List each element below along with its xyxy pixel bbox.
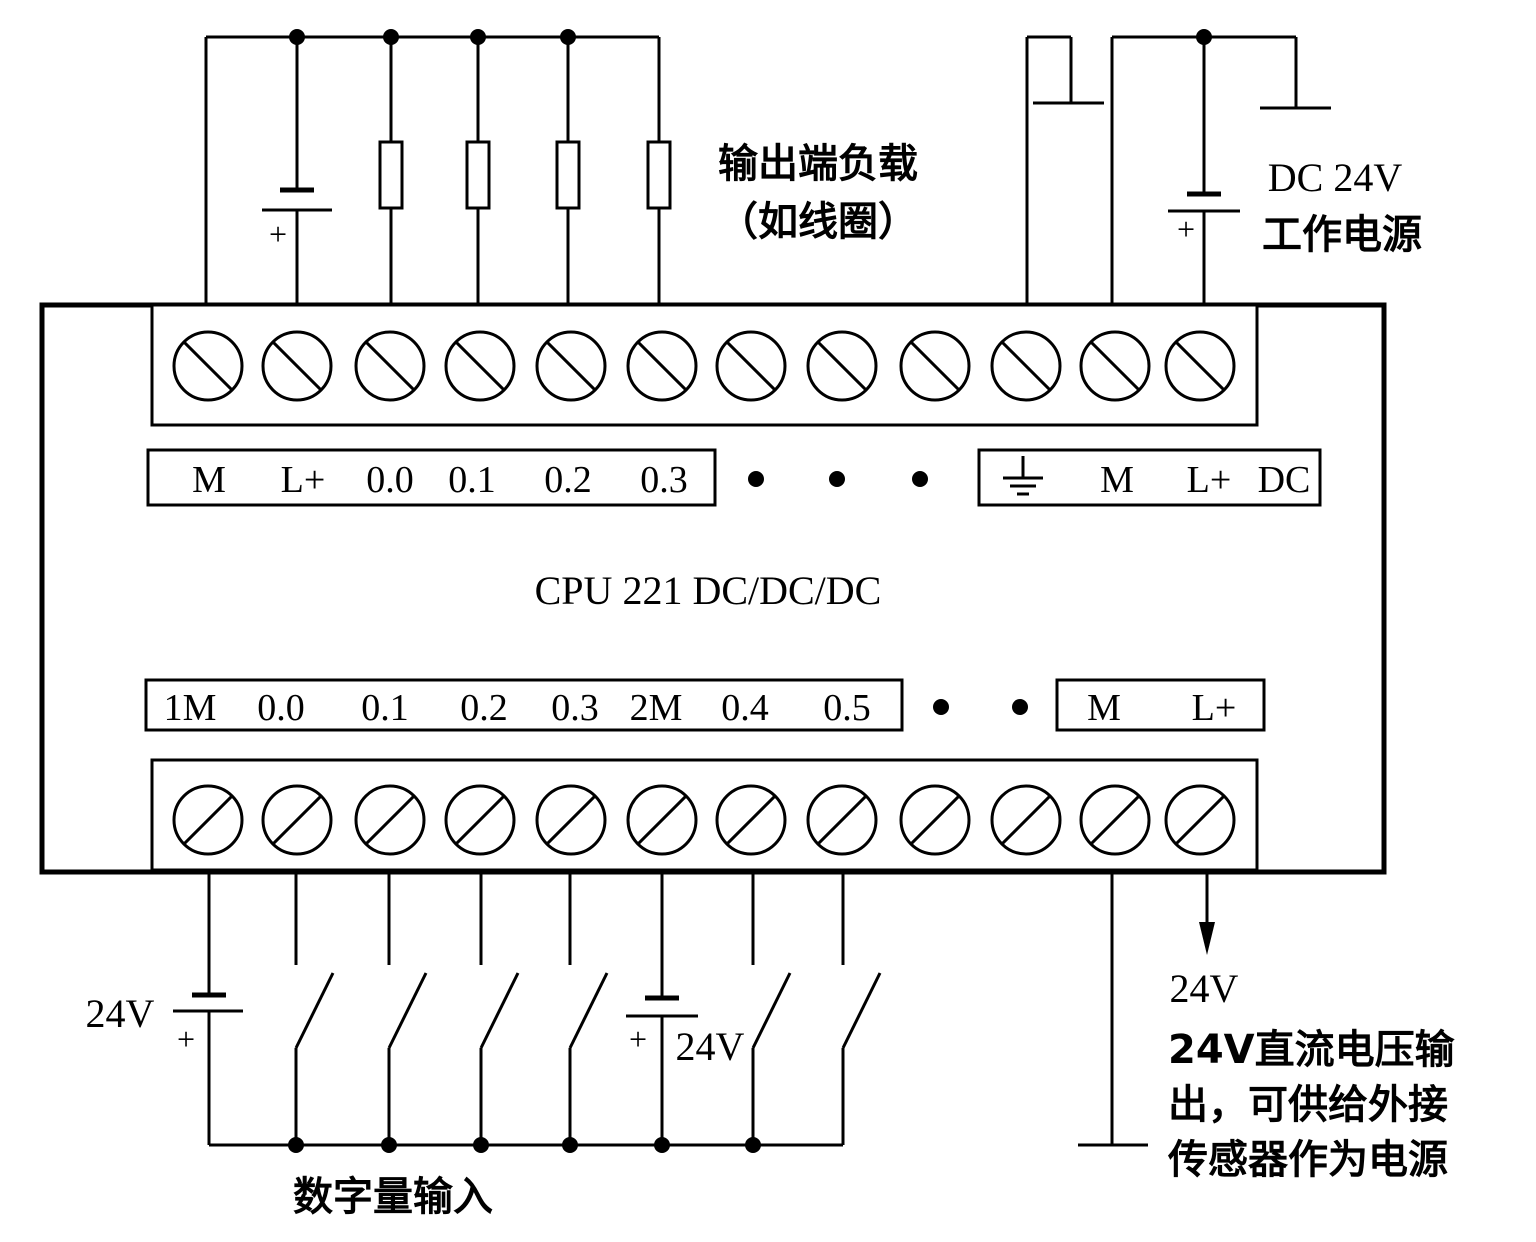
input-battery-voltage: 24V bbox=[86, 991, 155, 1036]
power-supply-voltage: DC 24V bbox=[1268, 155, 1403, 200]
arrow-down-icon bbox=[1199, 922, 1215, 955]
terminal-label: 0.1 bbox=[361, 687, 409, 729]
terminal-label: 0.1 bbox=[448, 459, 496, 501]
screw-terminal-icon bbox=[899, 330, 971, 402]
screw-terminal-icon bbox=[354, 330, 426, 402]
output-load-sublabel: （如线圈） bbox=[718, 199, 918, 245]
switch-icon bbox=[479, 972, 520, 1049]
output-load-label: 输出端负载 bbox=[718, 141, 918, 187]
battery-icon bbox=[1168, 191, 1240, 213]
terminal-label: 0.2 bbox=[544, 459, 592, 501]
screw-terminal-icon bbox=[990, 330, 1062, 402]
screw-terminal-icon bbox=[1079, 330, 1151, 402]
screw-terminal-icon bbox=[626, 784, 698, 856]
continuation-dot bbox=[748, 471, 764, 487]
sensor-note-line2: 出，可供给外接 bbox=[1168, 1082, 1448, 1128]
top-terminal-block bbox=[150, 303, 1259, 427]
battery-plus-sign: + bbox=[1177, 211, 1195, 247]
battery-icon bbox=[262, 187, 332, 212]
screw-terminal-icon bbox=[354, 784, 426, 856]
continuation-dot bbox=[829, 471, 845, 487]
terminal-label: L+ bbox=[1187, 459, 1232, 501]
terminal-label: L+ bbox=[281, 459, 326, 501]
terminal-label: 2M bbox=[630, 687, 683, 729]
terminal-label: L+ bbox=[1192, 687, 1237, 729]
screw-terminal-icon bbox=[172, 784, 244, 856]
power-supply-wiring bbox=[1025, 29, 1331, 305]
digital-input-label: 数字量输入 bbox=[293, 1174, 493, 1220]
screw-terminal-icon bbox=[899, 784, 971, 856]
terminal-label: 0.2 bbox=[460, 687, 508, 729]
power-label-group: M L+ DC bbox=[1100, 459, 1310, 501]
input-wiring bbox=[207, 872, 845, 1153]
bottom-screw-row bbox=[172, 784, 1236, 856]
switch-icon bbox=[568, 972, 609, 1049]
screw-terminal-icon bbox=[1164, 784, 1236, 856]
battery-plus-sign: + bbox=[177, 1021, 195, 1057]
switch-icon bbox=[387, 972, 428, 1049]
terminal-label: 0.3 bbox=[551, 687, 599, 729]
continuation-dot bbox=[912, 471, 928, 487]
load-coil-icon bbox=[378, 140, 404, 210]
screw-terminal-icon bbox=[626, 330, 698, 402]
input-label-strip bbox=[144, 678, 904, 732]
screw-terminal-icon bbox=[715, 330, 787, 402]
terminal-label: M bbox=[1100, 459, 1134, 501]
switch-icon bbox=[841, 972, 882, 1049]
battery-plus-sign: + bbox=[629, 1021, 647, 1057]
terminal-label: 0.0 bbox=[257, 687, 305, 729]
cpu-model-label: CPU 221 DC/DC/DC bbox=[535, 568, 882, 613]
power-supply-label: 工作电源 bbox=[1262, 212, 1422, 258]
battery-icon bbox=[626, 995, 698, 1018]
switch-icon bbox=[751, 972, 792, 1049]
terminal-label: DC bbox=[1258, 459, 1311, 501]
output-label-group: M L+ 0.0 0.1 0.2 0.3 bbox=[192, 459, 688, 501]
sensor-supply-label-strip bbox=[1055, 678, 1266, 732]
sensor-out-voltage: 24V bbox=[1170, 966, 1239, 1011]
terminal-label: M bbox=[192, 459, 226, 501]
screw-terminal-icon bbox=[535, 330, 607, 402]
top-screw-row bbox=[172, 330, 1236, 402]
screw-terminal-icon bbox=[535, 784, 607, 856]
input-battery-voltage: 24V bbox=[676, 1024, 745, 1069]
screw-terminal-icon bbox=[1079, 784, 1151, 856]
screw-terminal-icon bbox=[172, 330, 244, 402]
output-label-strip bbox=[146, 448, 717, 507]
terminal-label: 0.4 bbox=[721, 687, 769, 729]
screw-terminal-icon bbox=[444, 784, 516, 856]
battery-icon bbox=[173, 992, 243, 1013]
continuation-dot bbox=[1012, 699, 1028, 715]
load-coil-icon bbox=[646, 140, 672, 210]
sensor-note-line1: 24V直流电压输 bbox=[1168, 1027, 1456, 1073]
battery-plus-sign: + bbox=[269, 216, 287, 252]
switch-icon bbox=[294, 972, 335, 1049]
terminal-label: 1M bbox=[164, 687, 217, 729]
sensor-supply-wiring bbox=[1078, 872, 1209, 1147]
bottom-terminal-block bbox=[150, 758, 1259, 872]
sensor-note-line3: 传感器作为电源 bbox=[1167, 1137, 1448, 1183]
load-coil-icon bbox=[465, 140, 491, 210]
screw-terminal-icon bbox=[261, 784, 333, 856]
sensor-supply-label-group: M L+ bbox=[1087, 687, 1236, 729]
input-label-group: 1M 0.0 0.1 0.2 0.3 2M 0.4 0.5 bbox=[164, 687, 871, 729]
terminal-label: 0.0 bbox=[366, 459, 414, 501]
screw-terminal-icon bbox=[990, 784, 1062, 856]
terminal-label: 0.3 bbox=[640, 459, 688, 501]
screw-terminal-icon bbox=[715, 784, 787, 856]
screw-terminal-icon bbox=[444, 330, 516, 402]
screw-terminal-icon bbox=[806, 784, 878, 856]
ground-icon bbox=[1003, 456, 1043, 496]
output-wiring bbox=[204, 29, 661, 305]
screw-terminal-icon bbox=[806, 330, 878, 402]
terminal-label: 0.5 bbox=[823, 687, 871, 729]
continuation-dot bbox=[933, 699, 949, 715]
terminal-label: M bbox=[1087, 687, 1121, 729]
screw-terminal-icon bbox=[1164, 330, 1236, 402]
load-coil-icon bbox=[555, 140, 581, 210]
screw-terminal-icon bbox=[261, 330, 333, 402]
